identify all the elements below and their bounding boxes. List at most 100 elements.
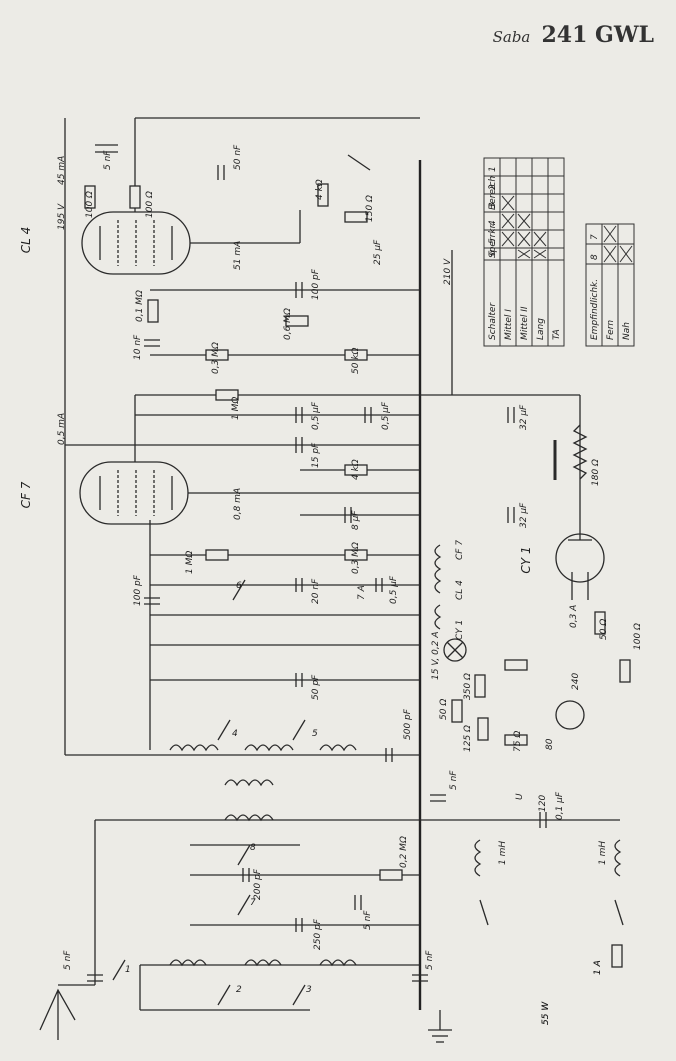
sensitivity-row-label: Fern	[606, 320, 616, 340]
switch-table-column-label: 1	[488, 166, 498, 172]
component-value-label: 7 A	[357, 585, 367, 600]
component-value-label: 15 pF	[311, 442, 321, 468]
switch-contact-label: 4	[232, 729, 238, 739]
component-value-label: 150 Ω	[365, 195, 375, 222]
component-value-label: 0,1 µF	[555, 791, 565, 820]
supply-voltage-label: 210 V	[443, 258, 453, 285]
component-value-label: 1 mH	[598, 841, 608, 865]
sensitivity-column-label: 8	[590, 254, 600, 260]
component-value-label: 50 Ω	[599, 619, 609, 640]
sensitivity-column-label: 7	[590, 234, 600, 240]
switch-table-mark	[533, 249, 547, 259]
switch-table-header-sperrkr: Sperrkr.	[488, 223, 498, 258]
component-value-label: 50 nF	[233, 144, 243, 170]
component-value-label: 25 µF	[373, 239, 383, 265]
sensitivity-table	[585, 223, 635, 347]
current-cl4-plate: 45 mA	[57, 156, 67, 185]
switch-table-header-schalter: Schalter	[488, 302, 498, 340]
heater-cy1-label: CY 1	[455, 620, 465, 640]
component-value-label: 195 V	[57, 203, 67, 230]
switch-table-row-label: Lang	[536, 318, 546, 340]
component-value-label: 4 kΩ	[315, 179, 325, 200]
component-value-label: 120	[538, 795, 548, 812]
switch-contact-label: 2	[236, 985, 242, 995]
component-value-label: 240	[571, 673, 581, 690]
component-value-label: 0,6 MΩ	[283, 308, 293, 340]
fuse-label: 1 A	[593, 960, 603, 975]
tube-cy1	[555, 520, 605, 600]
component-value-label: 125 Ω	[463, 725, 473, 752]
model-label: 241 GWL	[541, 22, 654, 48]
switch-table-mark	[533, 231, 547, 247]
current-cf7-plate: 0,5 mA	[57, 413, 67, 445]
resistors	[84, 183, 631, 968]
supply-power-label: 55 W	[541, 1001, 551, 1025]
switch-table-mark	[501, 195, 515, 211]
component-value-label: 1 A	[593, 960, 603, 975]
antenna-symbol	[39, 984, 95, 1040]
tube-cf7	[79, 461, 420, 525]
component-value-label: 100 pF	[311, 268, 321, 300]
sensitivity-table-mark	[603, 225, 617, 243]
component-value-label: 1 MΩ	[231, 397, 241, 420]
sensitivity-table-header: Empfindlichk.	[590, 279, 600, 340]
component-value-label: 32 µF	[519, 502, 529, 528]
switch-contact-label: 7	[250, 898, 256, 908]
component-value-label: 0,5 µF	[381, 401, 391, 430]
component-value-label: 50 pF	[311, 674, 321, 700]
switch-table-column-label: 3	[488, 202, 498, 208]
component-value-label: 50 kΩ	[351, 347, 361, 374]
switch-table-column-label: 6	[488, 250, 498, 256]
switch-contact-label: 1	[125, 965, 131, 975]
current-cl4-cathode: 51 mA	[233, 241, 243, 270]
component-value-label: 0,3 A	[569, 605, 579, 628]
switch-table-columns: 1 2 3 4 5 6	[488, 166, 498, 256]
component-value-label: 8 µF	[351, 510, 361, 530]
component-value-label: 100 pF	[133, 574, 143, 606]
schematic-title: Saba 241 GWL	[493, 22, 654, 48]
switch-contact-label: 5	[312, 729, 318, 739]
component-value-label: 350 Ω	[463, 673, 473, 700]
switch-table-marks	[501, 195, 547, 259]
switch-table-mark	[501, 213, 515, 229]
component-value-label: 10 nF	[133, 334, 143, 360]
component-value-label: 1 mH	[498, 841, 508, 865]
switch-table-column-label: 2	[488, 184, 498, 190]
pilot-lamp-label: 15 V, 0,2 A	[431, 632, 441, 681]
hv-filter	[553, 424, 588, 480]
coils	[169, 544, 622, 967]
component-value-label: 55 W	[541, 1001, 551, 1025]
pilot-lamp	[443, 638, 467, 662]
component-value-label: 75 Ω	[513, 731, 523, 752]
switch-table-row-label: Mittel II	[520, 306, 530, 340]
component-value-label: U	[515, 793, 525, 800]
component-value-label: 0,1 MΩ	[135, 290, 145, 322]
tube-cf7-label: CF 7	[19, 481, 33, 508]
sensitivity-table-marks	[603, 225, 633, 263]
component-value-label: 0,5 µF	[389, 575, 399, 604]
component-value-label: 200 pF	[253, 868, 263, 900]
switch-table-column-label: 4	[488, 220, 498, 226]
tube-cl4-label: CL 4	[19, 227, 33, 254]
sensitivity-table-mark	[603, 245, 617, 263]
brand-label: Saba	[492, 28, 531, 46]
current-cf7-cathode: 0,8 mA	[233, 488, 243, 520]
band-switches	[112, 154, 624, 1006]
switch-table-column-label: 5	[488, 238, 498, 244]
component-value-label: 50 Ω	[439, 699, 449, 720]
component-value-label: 5 nF	[363, 910, 373, 930]
component-value-label: 1 MΩ	[185, 551, 195, 574]
switch-table-header-bereich: Bereich	[488, 176, 498, 210]
component-value-label: 80	[545, 738, 555, 750]
component-value-label: 5 nF	[425, 950, 435, 970]
sensitivity-table-mark	[619, 245, 633, 263]
component-value-label: 100 Ω	[145, 191, 155, 218]
component-value-label: 100 Ω	[85, 191, 95, 218]
component-value-label: 4 kΩ	[351, 459, 361, 480]
capacitors	[87, 144, 547, 982]
component-value-label: 0,3 MΩ	[351, 542, 361, 574]
tube-cl4	[81, 118, 301, 275]
